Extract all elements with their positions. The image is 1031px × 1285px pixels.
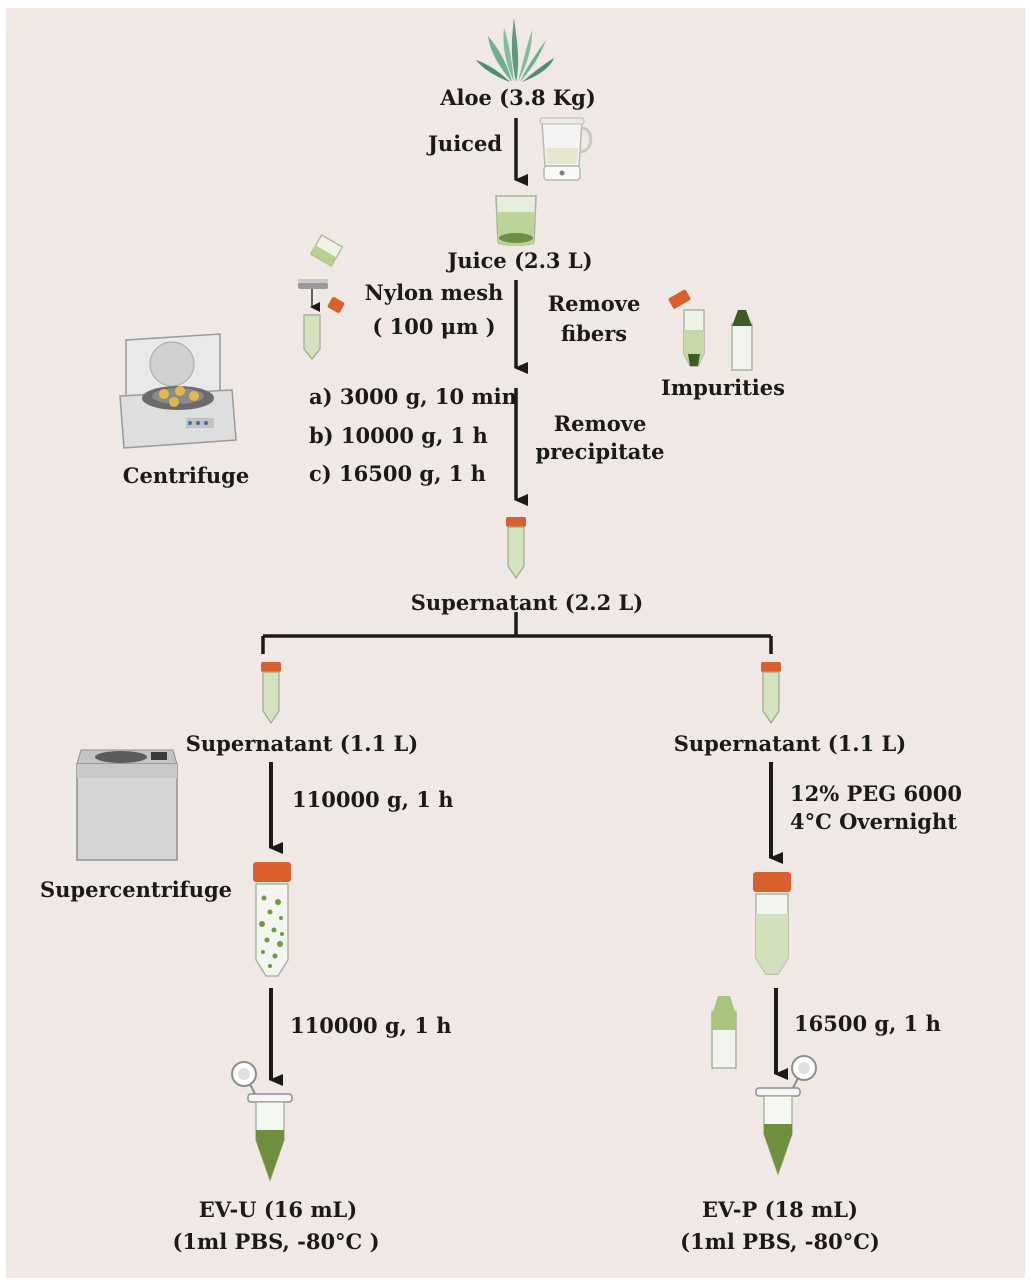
- label-ev-p-1: EV-P (18 mL): [702, 1197, 858, 1222]
- label-step-b: b) 10000 g, 1 h: [309, 423, 488, 448]
- label-ev-u-1: EV-U (16 mL): [198, 1197, 358, 1222]
- label-nylon-mesh: Nylon mesh: [364, 280, 504, 305]
- label-supercentrifuge: Supercentrifuge: [39, 877, 233, 902]
- label-right-step1-1: 12% PEG 6000: [790, 781, 962, 806]
- aloe-plant-icon: [476, 18, 554, 82]
- label-ev-u-2: (1ml PBS, -80°C ): [172, 1229, 380, 1254]
- label-remove-precipitate-2: precipitate: [535, 439, 665, 464]
- label-centrifuge: Centrifuge: [122, 463, 250, 488]
- label-left-step2: 110000 g, 1 h: [290, 1013, 452, 1038]
- label-remove-fibers-2: fibers: [560, 321, 628, 346]
- label-supernatant-left: Supernatant (1.1 L): [185, 731, 419, 756]
- label-mesh-size: ( 100 μm ): [372, 314, 496, 339]
- centrifuge-icon: [119, 333, 237, 449]
- label-remove-fibers-1: Remove: [547, 291, 641, 316]
- label-step-a: a) 3000 g, 10 min: [309, 384, 517, 409]
- impurities-icon: [668, 289, 753, 371]
- label-ev-p-2: (1ml PBS, -80°C): [680, 1229, 880, 1254]
- label-impurities: Impurities: [661, 375, 785, 400]
- conical-tube-icon-peg: [753, 872, 791, 975]
- label-juiced: Juiced: [428, 131, 503, 156]
- supercentrifuge-icon: [76, 749, 178, 861]
- beaker-icon: [495, 195, 537, 246]
- label-right-step1-2: 4°C Overnight: [790, 809, 957, 834]
- pellet-tube-icon: [711, 996, 737, 1069]
- branch-connector: [261, 612, 773, 654]
- label-supernatant-right: Supernatant (1.1 L): [673, 731, 907, 756]
- filter-icon: [298, 234, 345, 360]
- juicer-icon: [539, 117, 593, 181]
- microcentrifuge-tube-icon-ev-u: [231, 1061, 293, 1182]
- conical-tube-icon-supernatant-right: [760, 661, 782, 724]
- conical-tube-icon-supernatant-left: [260, 661, 282, 724]
- label-juice: Juice (2.3 L): [447, 248, 593, 273]
- conical-tube-icon-supernatant-total: [505, 516, 527, 579]
- label-left-step1: 110000 g, 1 h: [292, 787, 454, 812]
- microcentrifuge-tube-icon-ev-p: [755, 1055, 817, 1176]
- label-right-step2: 16500 g, 1 h: [794, 1011, 941, 1036]
- conical-tube-icon-particles: [253, 862, 291, 977]
- label-supernatant-total: Supernatant (2.2 L): [410, 590, 644, 615]
- label-aloe: Aloe (3.8 Kg): [440, 85, 596, 110]
- label-step-c: c) 16500 g, 1 h: [309, 461, 486, 486]
- label-remove-precipitate-1: Remove: [553, 411, 647, 436]
